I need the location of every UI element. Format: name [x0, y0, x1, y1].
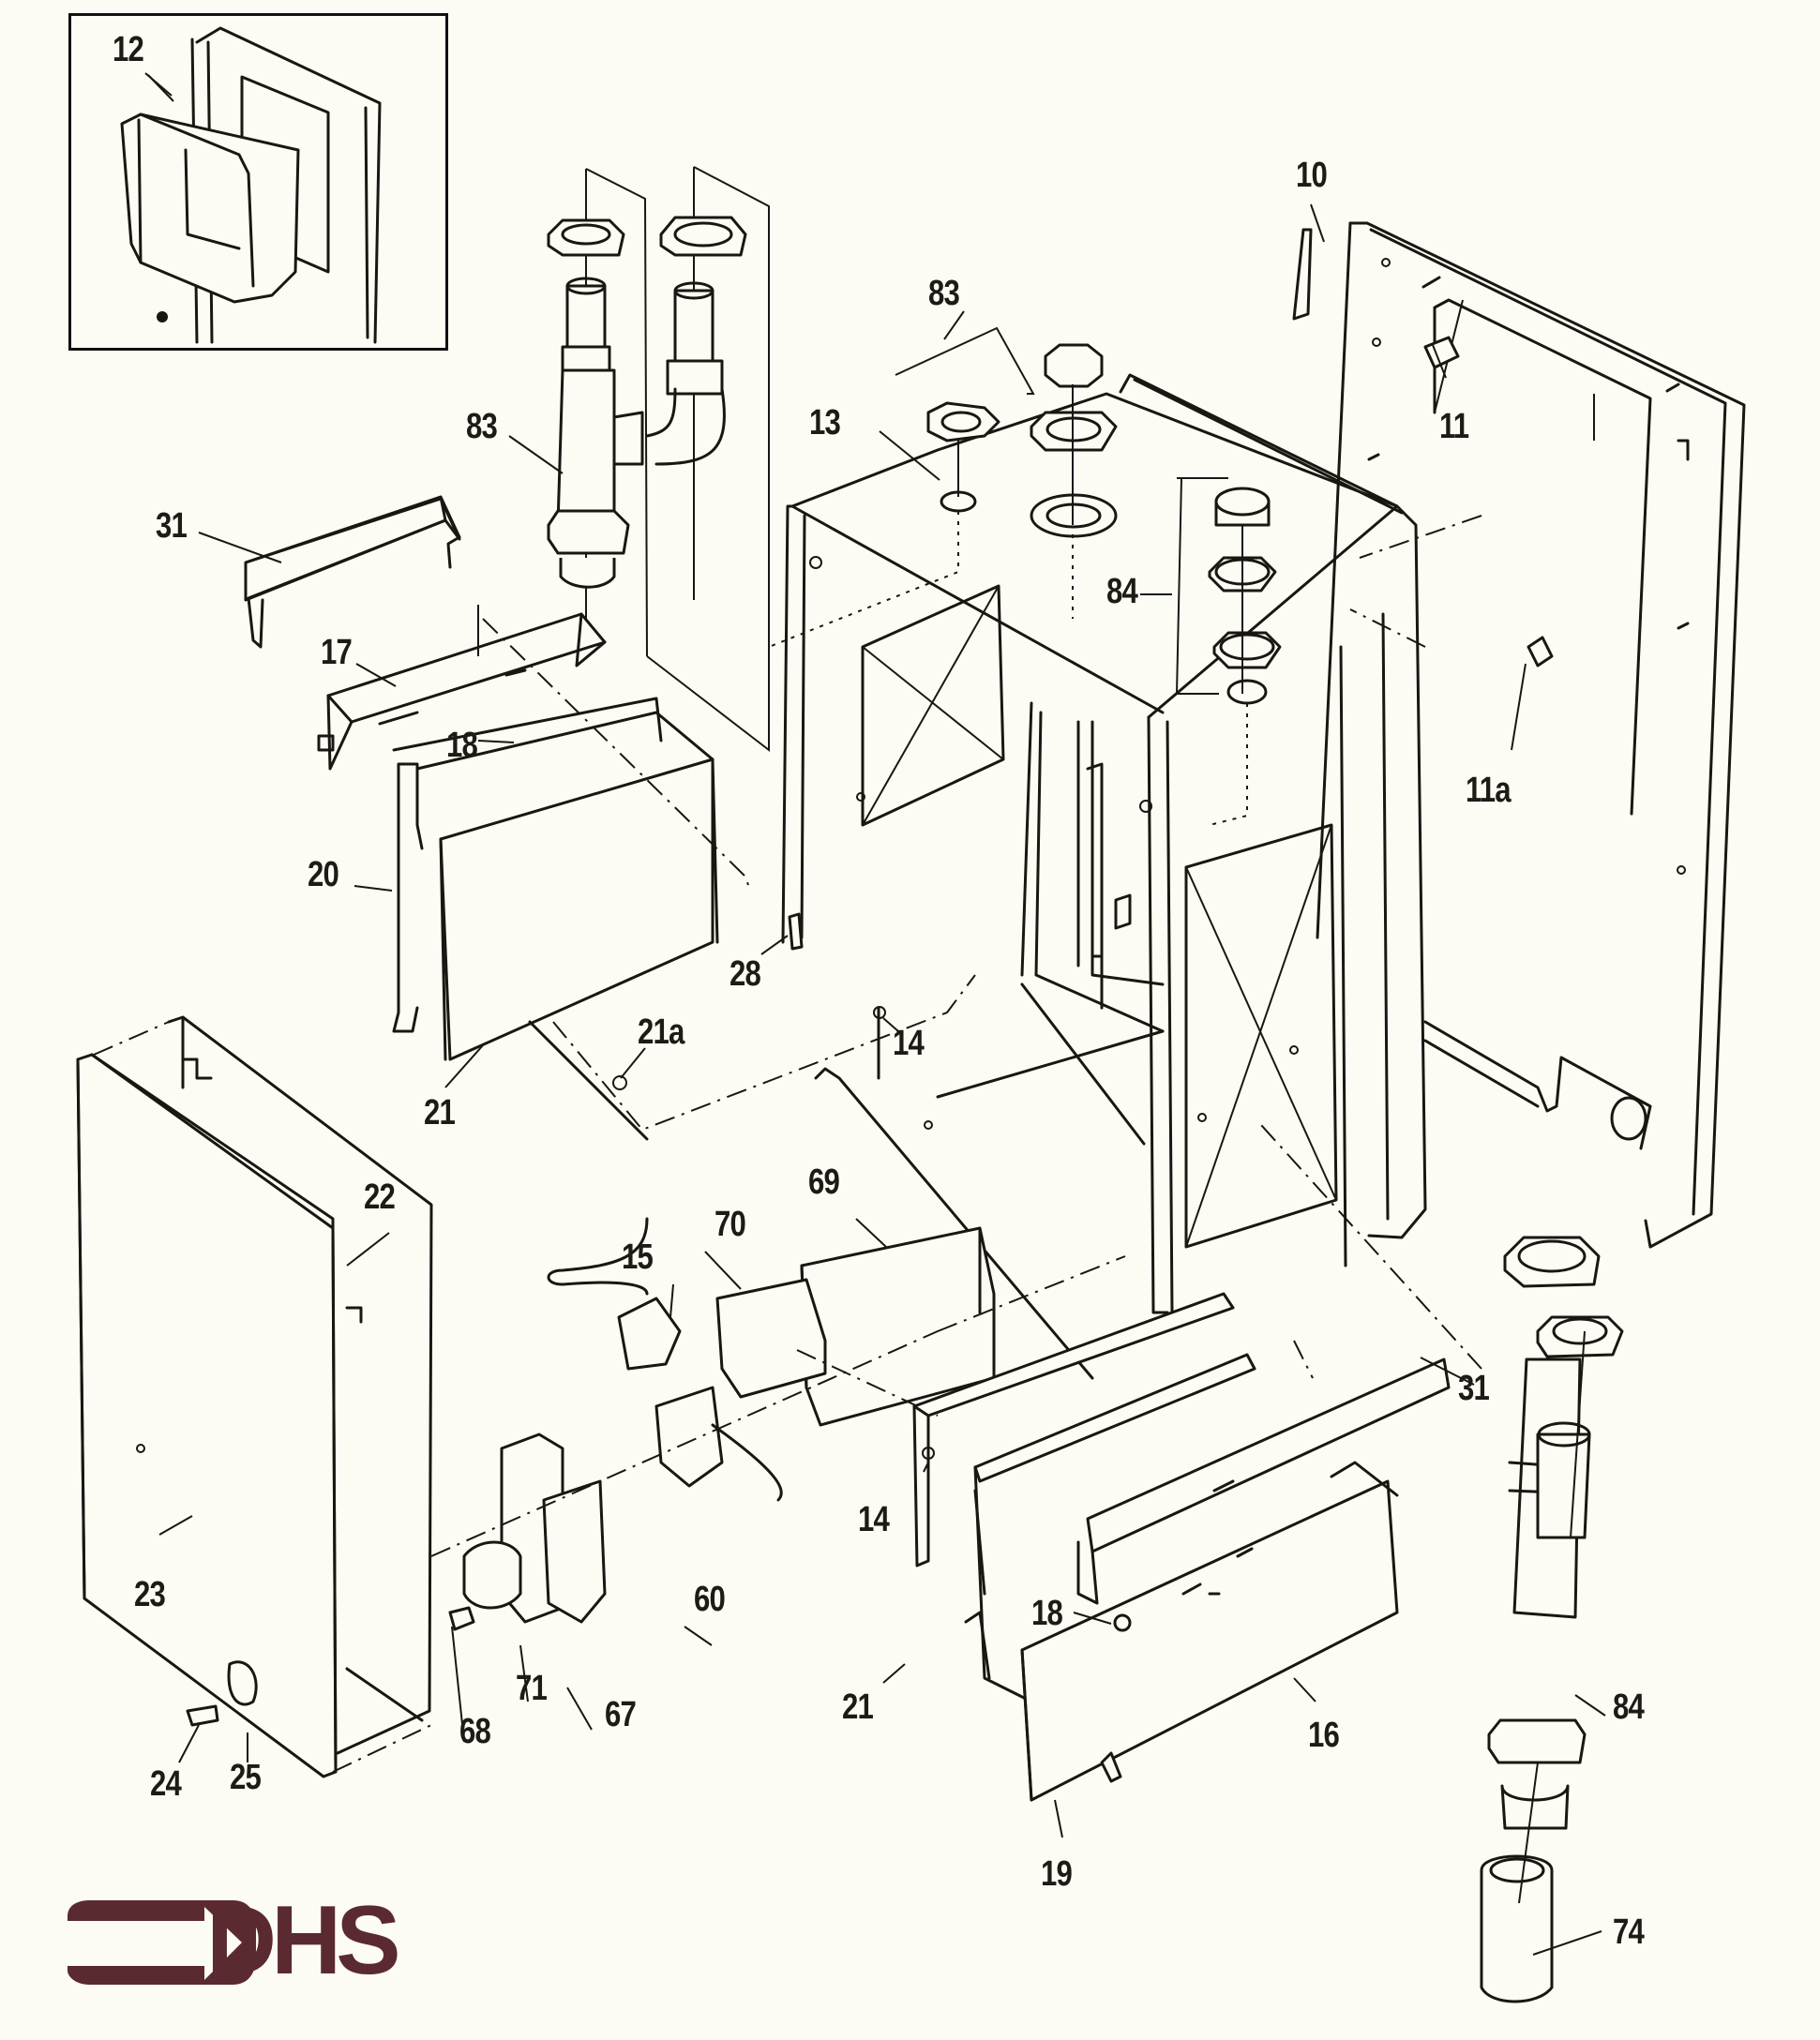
callout-71: 71	[516, 1669, 548, 1708]
bracket-17	[317, 605, 607, 771]
callout-83-left: 83	[466, 407, 498, 446]
clip-28	[788, 912, 804, 951]
callout-83-top: 83	[928, 274, 960, 313]
callout-13: 13	[809, 403, 841, 442]
leader-lines	[144, 72, 1606, 1956]
callout-68: 68	[459, 1712, 491, 1751]
main-casing	[781, 373, 1427, 1380]
control-assembly	[430, 1217, 1126, 1631]
callout-84-top: 84	[1106, 572, 1138, 611]
callout-21-bottom: 21	[842, 1688, 874, 1727]
callout-14-mid: 14	[858, 1500, 890, 1539]
lower-bracket-assembly	[912, 1292, 1451, 1802]
callout-24: 24	[150, 1764, 182, 1804]
inset-part-12-drawing	[120, 26, 382, 344]
callout-31-top: 31	[156, 506, 188, 546]
box-21-top	[392, 618, 976, 1141]
logo-text: DHS	[206, 1886, 401, 1995]
callout-67: 67	[605, 1695, 637, 1734]
callout-21a: 21a	[638, 1012, 684, 1052]
dhs-logo-arrow-icon	[68, 1900, 256, 1985]
callout-23: 23	[134, 1575, 166, 1614]
callout-20: 20	[308, 855, 339, 894]
callout-22: 22	[364, 1178, 396, 1217]
callout-19: 19	[1041, 1854, 1073, 1894]
callout-11: 11	[1439, 407, 1469, 446]
callout-74: 74	[1613, 1912, 1645, 1952]
bracket-31-top	[244, 495, 461, 649]
callout-25: 25	[230, 1758, 262, 1797]
fittings-84-top	[1176, 477, 1282, 826]
front-panel-22-23	[76, 1015, 433, 1778]
callout-15: 15	[622, 1238, 654, 1277]
callout-21-top: 21	[424, 1093, 456, 1132]
callout-60: 60	[694, 1580, 726, 1619]
back-panel-10	[1292, 221, 1746, 1249]
pipe-assembly-83	[547, 166, 770, 753]
callout-18-top: 18	[446, 726, 478, 765]
callout-28: 28	[730, 954, 761, 994]
fittings-83	[768, 326, 1118, 648]
callout-70: 70	[714, 1205, 746, 1244]
callout-17: 17	[321, 633, 353, 672]
callout-69: 69	[808, 1162, 840, 1202]
inset-detail-frame	[68, 13, 448, 351]
pipe-assembly-84	[1260, 1124, 1624, 2003]
callout-14-top: 14	[893, 1024, 925, 1063]
logo-arrow-shape	[68, 1900, 256, 1985]
callout-12: 12	[113, 30, 144, 69]
callout-10: 10	[1296, 156, 1328, 195]
callout-11a: 11a	[1466, 771, 1512, 810]
callout-16: 16	[1308, 1716, 1340, 1755]
screw-14-top-head	[873, 1006, 886, 1019]
callout-84-bottom: 84	[1613, 1688, 1645, 1727]
callout-18-bottom: 18	[1031, 1594, 1063, 1633]
callout-31-bottom: 31	[1458, 1369, 1490, 1408]
